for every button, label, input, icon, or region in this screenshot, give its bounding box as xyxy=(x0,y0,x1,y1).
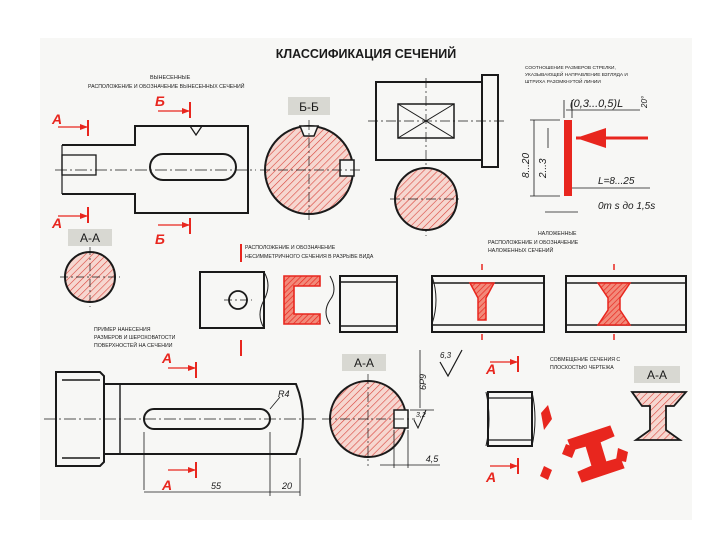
dim-width: 2...3 xyxy=(538,158,549,179)
note-plane-2: ПЛОСКОСТЬЮ ЧЕРТЕЖА xyxy=(550,365,614,371)
roughness-value: 3,2 xyxy=(416,412,426,419)
label-b-1: Б xyxy=(155,93,165,109)
ibeam-rotated xyxy=(567,425,625,483)
dim-height: 8...20 xyxy=(521,153,532,178)
section-label-bb: Б-Б xyxy=(299,100,319,114)
ibeam-section xyxy=(630,391,688,441)
note-overlay-3: НАЛОЖЕННЫХ СЕЧЕНИЙ xyxy=(488,246,553,254)
note-dims-2: РАЗМЕРОВ И ШЕРОХОВАТОСТИ xyxy=(94,335,176,341)
dim-angle: 20° xyxy=(640,95,649,109)
label-a-6: А xyxy=(485,469,496,485)
dim-thickness: 0m s до 1,5s xyxy=(598,201,655,212)
note-plane-1: СОВМЕЩЕНИЕ СЕЧЕНИЯ С xyxy=(550,357,620,363)
note-ratio-2: УКАЗЫВАЮЩЕЙ НАПРАВЛЕНИЕ ВЗГЛЯДА И xyxy=(525,70,628,78)
section-label-aa-3: А-А xyxy=(647,368,667,382)
dim-55: 55 xyxy=(211,481,222,491)
part-with-rect-hole xyxy=(368,74,505,236)
cut-marks-plane: А А xyxy=(485,356,519,485)
label-a-3: А xyxy=(161,350,172,366)
tag-aa-1-bg xyxy=(68,229,112,246)
note-ratio-1: СООТНОШЕНИЕ РАЗМЕРОВ СТРЕЛКИ, xyxy=(525,65,616,71)
note-removed-caption: РАСПОЛОЖЕНИЕ И ОБОЗНАЧЕНИЕ ВЫНЕСЕННЫХ СЕ… xyxy=(88,82,245,90)
note-removed-heading: ВЫНЕСЕННЫЕ xyxy=(150,75,191,81)
dim-radius: R4 xyxy=(278,389,290,399)
section-round xyxy=(390,167,462,231)
note-dims-3: ПОВЕРХНОСТЕЙ НА СЕЧЕНИИ xyxy=(94,341,173,349)
note-dims-1: ПРИМЕР НАНЕСЕНИЯ xyxy=(94,327,151,333)
dim-4-5: 4,5 xyxy=(426,454,440,464)
overlay-section-2 xyxy=(565,264,687,340)
poster-title: КЛАССИФИКАЦИЯ СЕЧЕНИЙ xyxy=(276,46,457,61)
dim-stroke-width: (0,3...0,5)L xyxy=(570,98,623,110)
note-overlay-heading: НАЛОЖЕННЫЕ xyxy=(538,231,577,237)
arrow-size-detail: (0,3...0,5)L 20° 8...20 2...3 L=8...25 0… xyxy=(521,95,655,213)
dim-length: L=8...25 xyxy=(598,176,635,187)
tag-aa-2-bg xyxy=(342,354,386,371)
roughness-top: 6,3 xyxy=(440,351,452,360)
beam-view xyxy=(485,391,536,447)
note-asym-1: РАСПОЛОЖЕНИЕ И ОБОЗНАЧЕНИЕ xyxy=(245,245,336,251)
note-ratio-3: ШТРИХА РАЗОМКНУТОЙ ЛИНИИ xyxy=(525,77,601,85)
overlay-section-1 xyxy=(431,264,545,340)
note-asym-2: НЕСИММЕТРИЧНОГО СЕЧЕНИЯ В РАЗРЫВЕ ВИДА xyxy=(245,254,374,260)
note-overlay-2: РАСПОЛОЖЕНИЕ И ОБОЗНАЧЕНИЕ xyxy=(488,240,579,246)
tag-bb-bg xyxy=(288,97,330,115)
shaft-with-keyway xyxy=(55,125,256,214)
section-aa-small xyxy=(60,247,120,307)
label-a-1: А xyxy=(51,111,62,127)
section-label-aa-1: А-А xyxy=(80,231,100,245)
tag-aa-3-bg xyxy=(634,366,680,383)
section-aa-keyway: 4,5 3,2 6Р9 6,3 xyxy=(322,349,463,468)
section-bb xyxy=(260,120,360,220)
label-a-5: А xyxy=(485,361,496,377)
label-a-4: А xyxy=(161,477,172,493)
section-label-aa-2: А-А xyxy=(354,356,374,370)
dim-tolerance: 6Р9 xyxy=(418,374,428,390)
label-a-2: А xyxy=(51,215,62,231)
dim-20: 20 xyxy=(281,481,292,491)
label-b-2: Б xyxy=(155,231,165,247)
cut-marks-top-left: А А Б Б xyxy=(51,93,191,247)
stepped-shaft: R4 55 20 xyxy=(44,371,318,496)
cut-marks-shaft: А А xyxy=(161,350,197,493)
channel-part xyxy=(199,271,398,333)
